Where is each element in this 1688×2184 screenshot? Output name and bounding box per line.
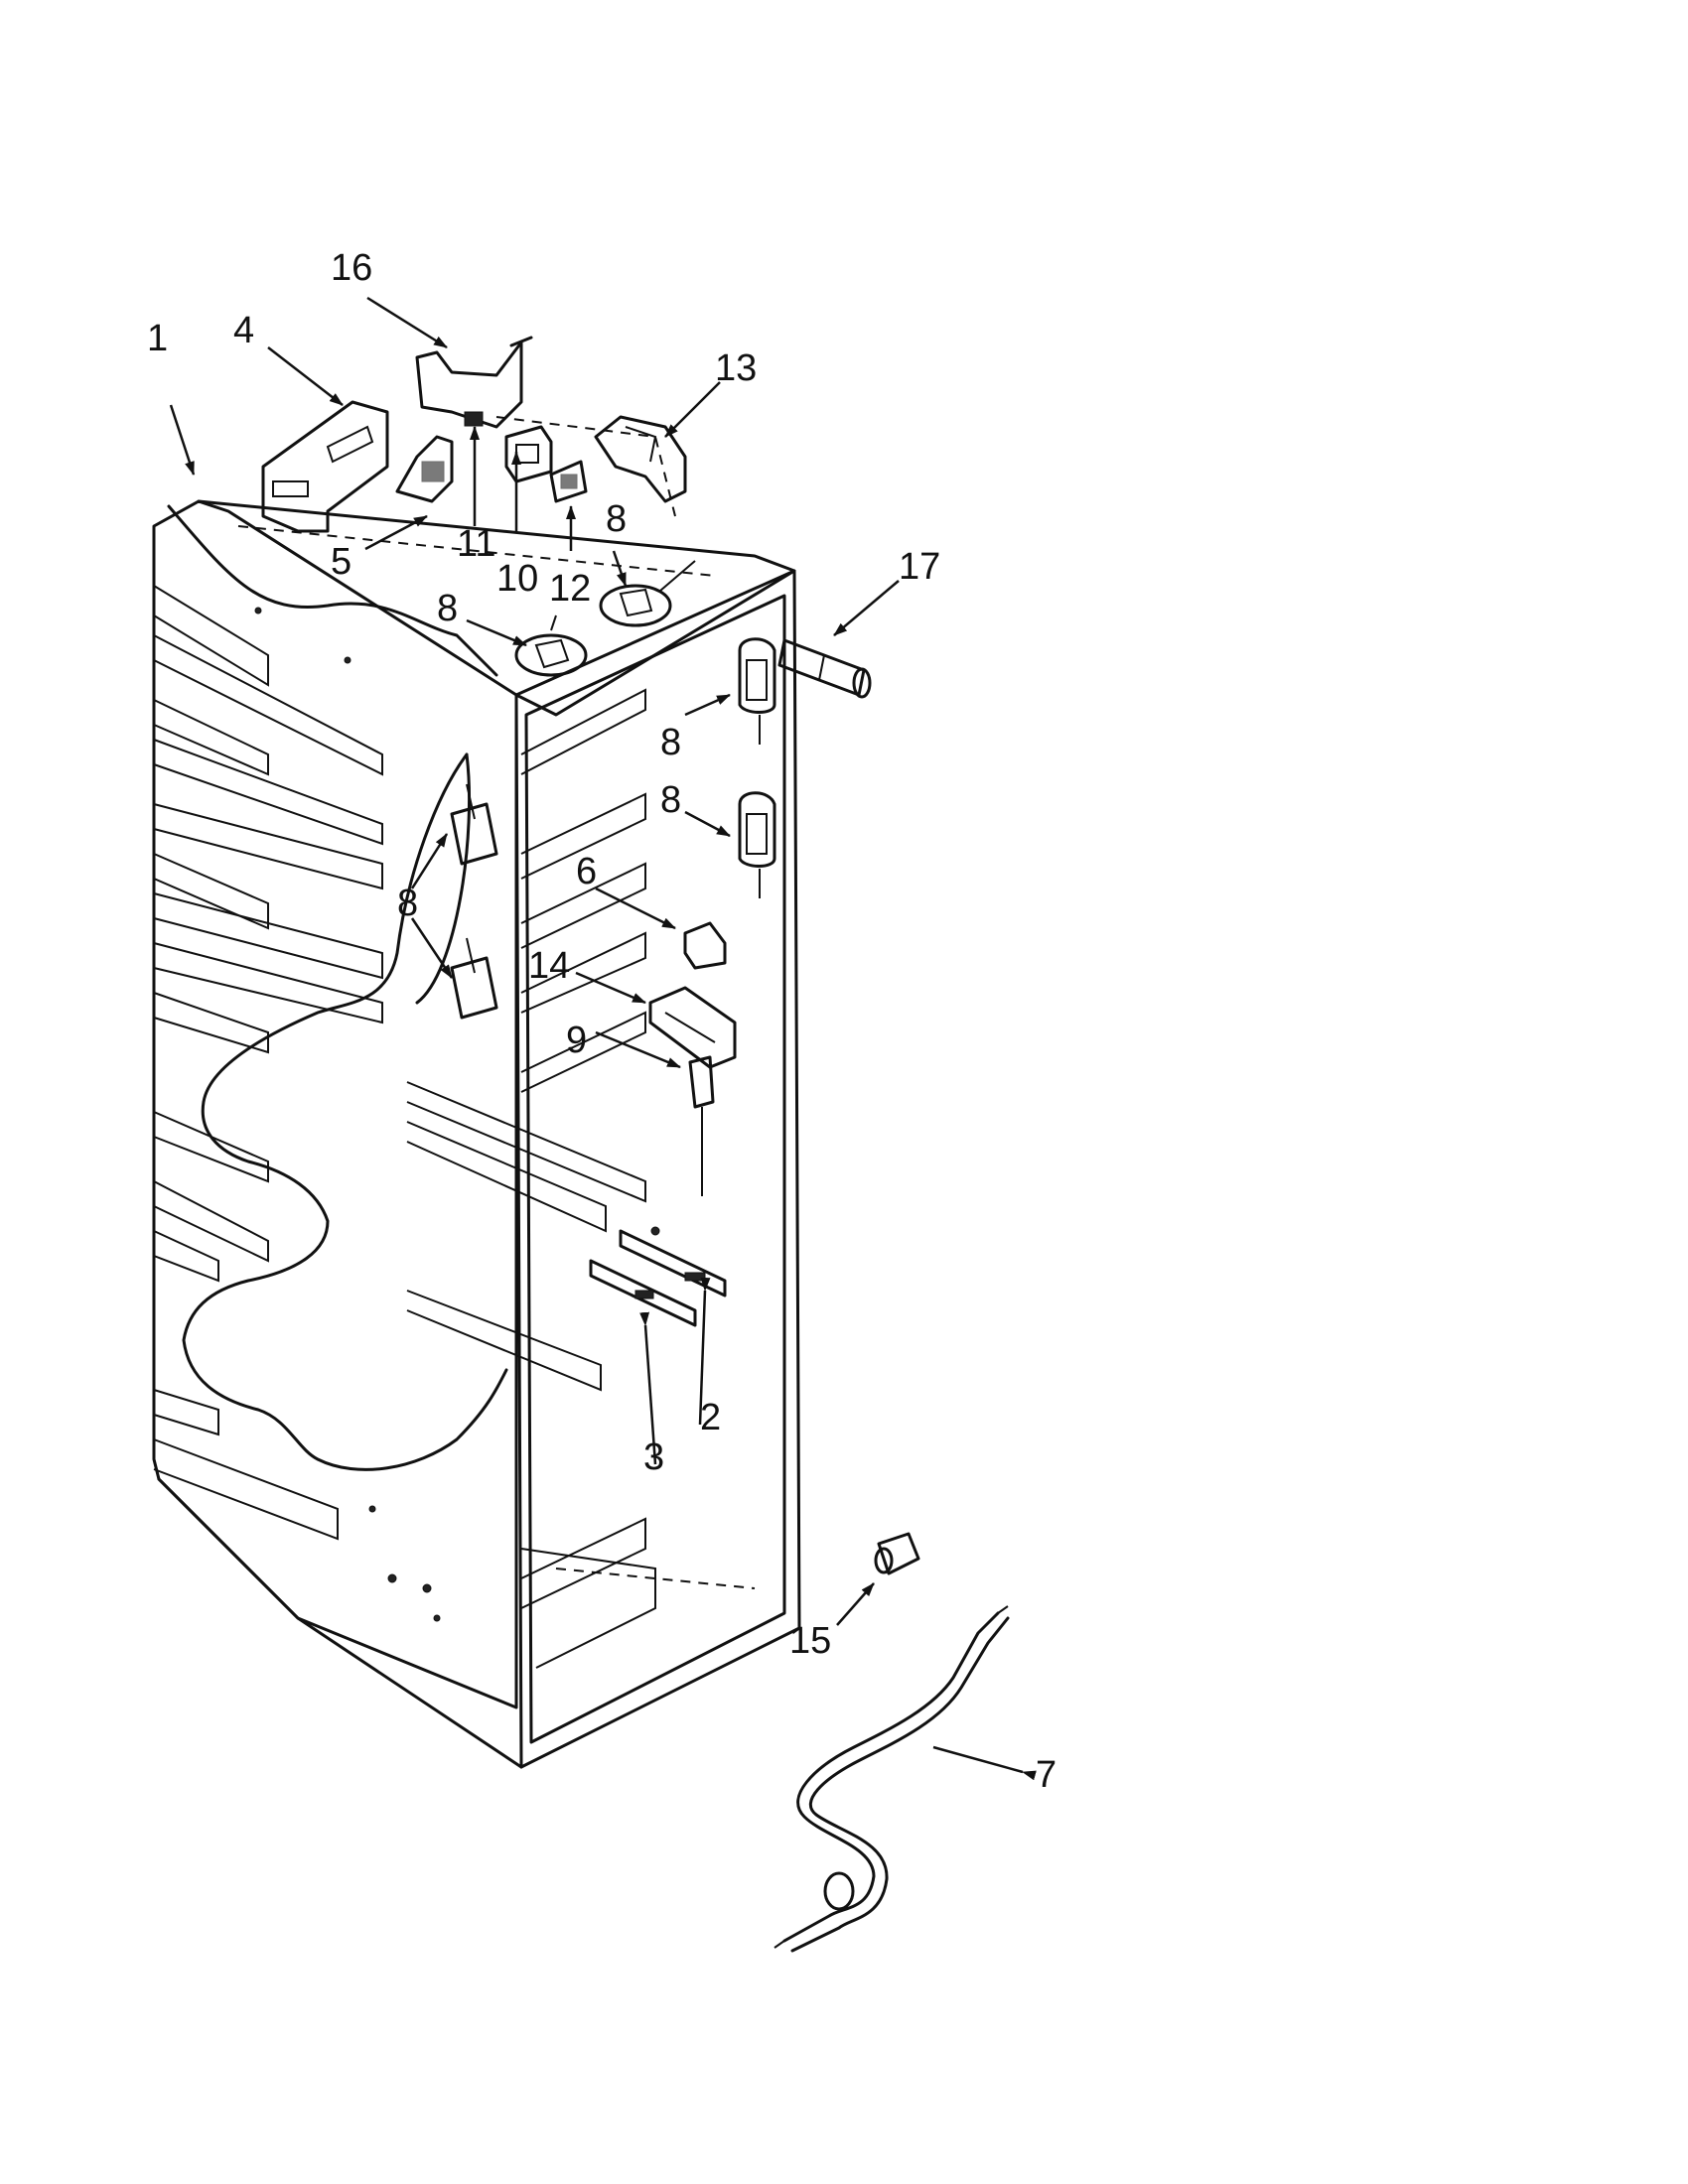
callout-16: 16 [331, 247, 372, 289]
callout-12: 12 [549, 568, 591, 610]
part-16-bracket [415, 336, 533, 429]
leader-lines [169, 296, 1037, 1781]
callout-8d: 8 [660, 779, 681, 821]
callout-9: 9 [566, 1020, 587, 1061]
part-12-label [549, 460, 588, 503]
part-5-block [395, 435, 454, 503]
part-15-fitting [874, 1532, 920, 1575]
part-8-lamp-a [738, 637, 776, 745]
part-10-block [504, 425, 553, 483]
part-2-bracket [619, 1229, 727, 1297]
callouts: 1 2 3 4 5 6 7 8 8 8 8 8 9 10 11 12 13 14… [147, 247, 1056, 1796]
callout-6: 6 [576, 851, 597, 892]
part-6-clip [683, 921, 727, 970]
callout-8e: 8 [397, 883, 418, 924]
callout-8b: 8 [606, 498, 627, 540]
part-8-switch-b [450, 937, 498, 1020]
part-4-housing [261, 400, 389, 533]
callout-10: 10 [496, 558, 538, 600]
part-7-tube [774, 1605, 1010, 1953]
callout-8c: 8 [660, 722, 681, 763]
callout-15: 15 [789, 1620, 831, 1662]
part-17-tube [777, 638, 872, 699]
callout-1: 1 [147, 318, 168, 359]
cabinet-liner [152, 416, 801, 1769]
part-8-lamp-b [738, 791, 776, 898]
part-13-control [594, 415, 687, 503]
part-8-light-top-b [599, 560, 696, 627]
part-3-bracket [589, 1259, 697, 1327]
callout-14: 14 [528, 945, 570, 987]
part-8-switch-a [450, 783, 498, 866]
callout-4: 4 [233, 310, 254, 351]
callout-3: 3 [643, 1436, 664, 1478]
part-11 [464, 411, 484, 427]
part-14-housing [648, 986, 737, 1069]
callout-11: 11 [457, 523, 495, 565]
callout-5: 5 [331, 541, 352, 583]
callout-17: 17 [899, 546, 940, 588]
part-8-light-top-a [514, 614, 588, 677]
callout-2: 2 [700, 1397, 721, 1438]
callout-8a: 8 [437, 588, 458, 629]
callout-13: 13 [715, 347, 757, 389]
part-9-sensor [688, 1055, 715, 1196]
callout-7: 7 [1036, 1754, 1056, 1796]
